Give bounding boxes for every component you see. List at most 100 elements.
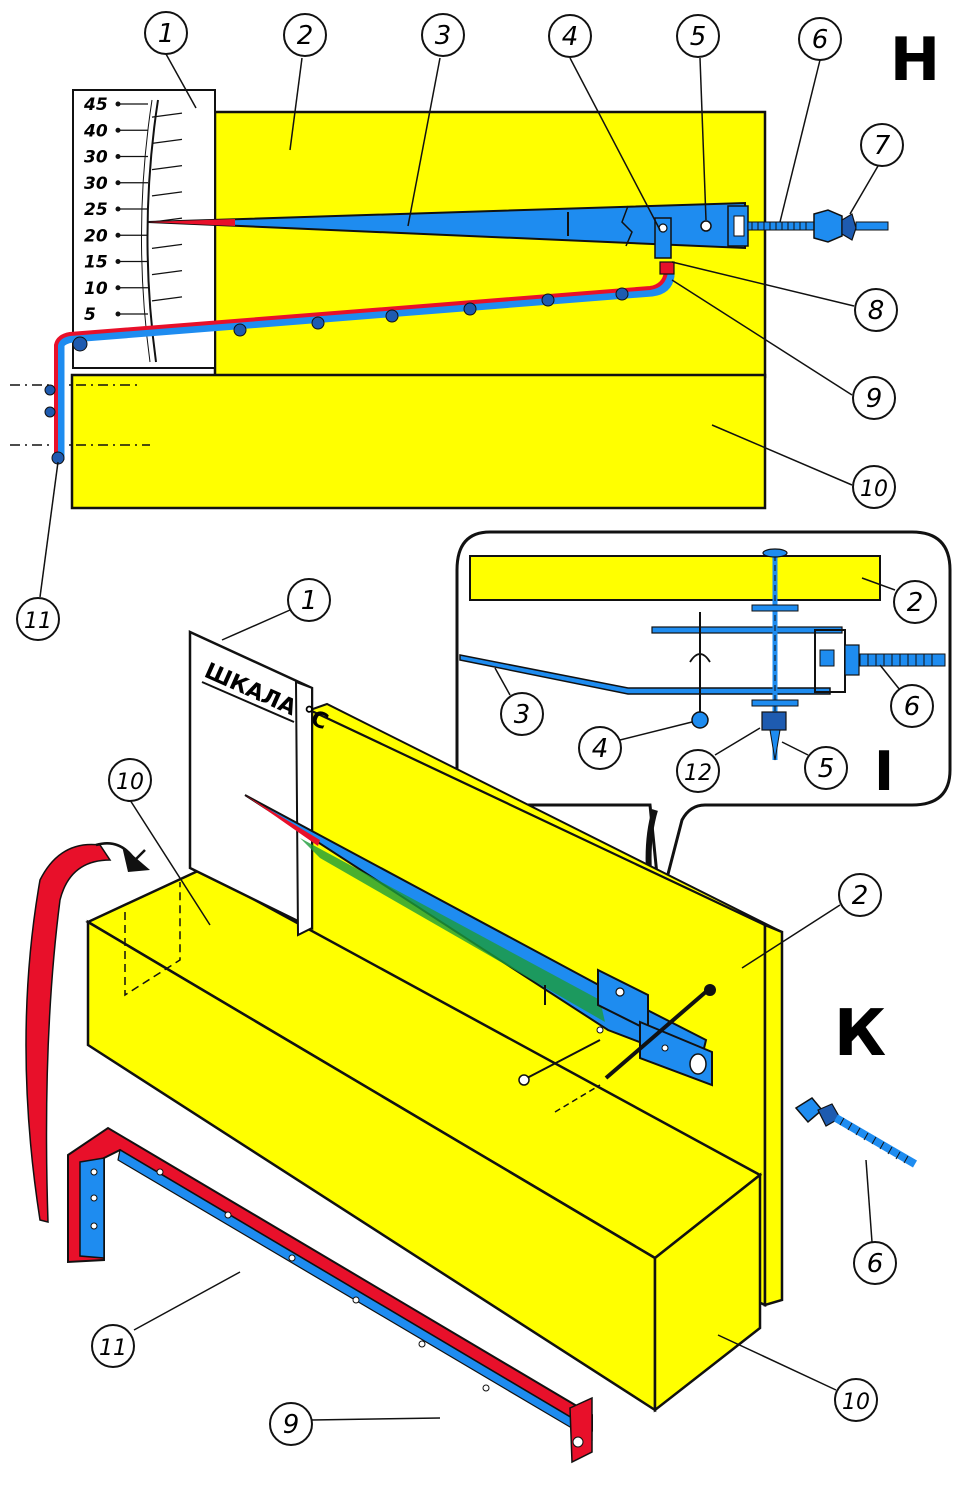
detail-washer-top	[751, 604, 799, 612]
callout-bottom-11-label: 11	[99, 1336, 127, 1361]
callout-top-11-label: 11	[24, 609, 52, 634]
bottom-pin-4-ring	[518, 1074, 530, 1086]
bottom-board-2-top	[307, 702, 783, 933]
callout-top-3: 3	[421, 13, 465, 57]
bottom-scale-plate-edge	[294, 680, 313, 937]
bottom-hidden-edge	[124, 882, 181, 997]
bottom-base-10-end	[653, 1172, 762, 1413]
callout-bottom-9-label: 9	[283, 1410, 300, 1440]
top-callouts: 1 2 3 4 5 6 7 8 9 10 11	[16, 11, 904, 641]
detail-axle-tip	[769, 729, 781, 761]
detail-axle-head	[762, 548, 788, 558]
top-pointer-tip-red	[148, 219, 235, 226]
top-base-10	[70, 373, 767, 510]
callout-bottom-10a-label: 10	[116, 770, 144, 795]
scale-tick-label: 30	[84, 148, 108, 168]
detail-clip-inner	[819, 649, 835, 667]
scale-tick-dot	[115, 285, 121, 291]
callout-bottom-1-label: 1	[301, 586, 318, 616]
top-bimetal-strip-blue	[55, 265, 675, 460]
callout-top-1: 1	[144, 11, 188, 55]
top-axle-5	[700, 220, 712, 232]
callout-top-3-label: 3	[435, 21, 452, 51]
scale-tick-mark	[151, 270, 183, 276]
callout-detail-12: 12	[676, 749, 720, 793]
scale-tick-label: 45	[83, 95, 108, 115]
callout-detail-4: 4	[578, 726, 622, 770]
bottom-pin-4	[526, 1039, 601, 1079]
scale-tick-label: 10	[84, 279, 108, 299]
callout-bottom-10a: 10	[108, 758, 152, 802]
bottom-bracket-hole-1	[615, 987, 625, 997]
scale-tick-mark	[151, 112, 183, 118]
scale-tick-dot	[115, 232, 121, 238]
scale-tick-label: 5	[84, 305, 96, 325]
callout-bottom-11: 11	[91, 1324, 135, 1368]
bottom-screw-6	[794, 1097, 918, 1168]
callout-detail-12-label: 12	[684, 761, 712, 786]
detail-nut	[844, 644, 860, 676]
callout-top-9: 9	[852, 376, 896, 420]
callout-top-5-label: 5	[690, 22, 707, 52]
detail-bracket	[651, 626, 843, 634]
scale-tick-label: 20	[84, 226, 108, 246]
scale-tick-dot	[115, 311, 121, 317]
detail-pin-4-ring	[691, 711, 709, 729]
callout-bottom-9: 9	[269, 1402, 313, 1446]
bottom-callouts: 1 10 2 6 11 9 10	[91, 578, 897, 1446]
view-letter-detail: I	[874, 740, 894, 803]
callout-top-7: 7	[860, 123, 904, 167]
callout-top-4: 4	[548, 14, 592, 58]
scale-tick-label: 15	[84, 253, 108, 273]
scale-tick-label: 25	[84, 200, 108, 220]
callout-detail-5-label: 5	[818, 754, 835, 784]
detail-board-2	[469, 555, 881, 601]
callout-bottom-2-label: 2	[852, 881, 869, 911]
callout-top-4-label: 4	[562, 22, 579, 52]
callout-top-9-label: 9	[866, 384, 883, 414]
callout-top-6: 6	[798, 17, 842, 61]
bottom-pointer-shadow	[300, 838, 605, 1022]
top-pivot-hole	[658, 223, 668, 233]
callout-top-7-label: 7	[874, 131, 891, 161]
bottom-bimetal-strip	[67, 1126, 593, 1464]
scale-tick-mark	[151, 165, 183, 171]
detail-washer-bottom	[751, 699, 799, 707]
callout-top-8: 8	[854, 288, 898, 332]
top-strip-bolts	[72, 287, 629, 352]
bottom-view: ШКАЛА °С	[25, 630, 918, 1464]
detail-sleeve-12	[761, 711, 787, 731]
callout-top-8-label: 8	[868, 296, 885, 326]
callout-detail-6-label: 6	[904, 692, 921, 722]
bottom-pointer-tip-red	[245, 795, 320, 846]
top-bimetal-strip-red	[54, 265, 668, 460]
callout-bottom-1: 1	[287, 578, 331, 622]
scale-tick-mark	[151, 191, 183, 197]
callout-top-11: 11	[16, 597, 60, 641]
top-end-clip-inner	[733, 215, 745, 237]
callout-top-10: 10	[852, 465, 896, 509]
callout-detail-6: 6	[890, 684, 934, 728]
scale-tick-label: 30	[84, 174, 108, 194]
bottom-bracket-hole-2	[596, 1026, 604, 1034]
detail-pointer-3	[459, 654, 831, 695]
scale-tick-mark	[151, 138, 183, 144]
callout-bottom-10b: 10	[834, 1378, 878, 1422]
scale-tick-dot	[115, 259, 121, 264]
callout-bottom-6-label: 6	[867, 1249, 884, 1279]
top-strip-side-bolts	[44, 384, 65, 465]
callout-bottom-10b-label: 10	[842, 1390, 870, 1415]
callout-top-2: 2	[283, 13, 327, 57]
bottom-end-hole	[689, 1053, 707, 1075]
view-letter-bottom: К	[834, 997, 886, 1071]
callout-top-1-label: 1	[158, 19, 175, 49]
callout-detail-3: 3	[500, 692, 544, 736]
bottom-axle-5	[604, 988, 710, 1080]
scale-tick-mark	[151, 243, 183, 249]
detail-callouts: 2 6 3 4 12 5	[494, 577, 937, 793]
top-scale-plate-1	[72, 89, 216, 369]
view-letter-top: Н	[890, 25, 940, 95]
